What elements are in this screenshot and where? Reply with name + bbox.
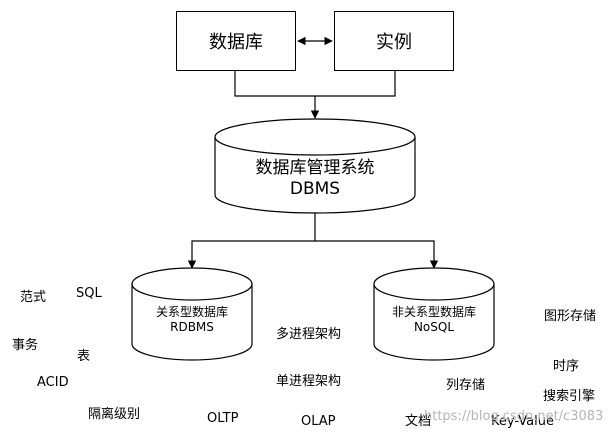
nosql-text: 非关系型数据库 NoSQL <box>374 302 494 338</box>
label-isolation: 隔离级别 <box>88 407 141 422</box>
instance-box: 实例 <box>334 11 454 71</box>
nosql-cylinder <box>373 267 495 361</box>
rdbms-abbrev: RDBMS <box>170 320 214 334</box>
database-label: 数据库 <box>209 32 263 53</box>
rdbms-cylinder <box>131 267 253 361</box>
database-box: 数据库 <box>176 11 296 71</box>
dbms-title: 数据库管理系统 <box>255 157 375 178</box>
label-column-store: 列存储 <box>446 378 486 393</box>
label-sql: SQL <box>76 286 102 301</box>
rdbms-title: 关系型数据库 <box>155 305 228 319</box>
label-key-value: Key-Value <box>491 414 554 429</box>
label-graph-store: 图形存储 <box>544 309 597 324</box>
dbms-abbrev: DBMS <box>289 179 341 199</box>
label-multi-process: 多进程架构 <box>276 327 342 342</box>
rdbms-text: 关系型数据库 RDBMS <box>132 302 252 338</box>
label-fanshi: 范式 <box>20 290 47 305</box>
label-olap: OLAP <box>301 414 336 429</box>
merge-connector <box>234 70 396 97</box>
label-document: 文档 <box>405 414 432 429</box>
label-timeseries: 时序 <box>553 359 580 374</box>
label-search-engine: 搜索引擎 <box>543 389 596 404</box>
instance-label: 实例 <box>376 32 412 53</box>
watermark: https://blog.csdn.net/c3083 <box>424 409 604 424</box>
label-oltp: OLTP <box>207 411 239 426</box>
label-acid: ACID <box>37 375 69 390</box>
label-biao: 表 <box>77 349 91 364</box>
nosql-title: 非关系型数据库 <box>391 305 476 319</box>
label-shiwu: 事务 <box>12 338 39 353</box>
split-connector-right <box>315 240 439 269</box>
split-connector <box>187 213 316 269</box>
label-single-process: 单进程架构 <box>276 374 342 389</box>
dbms-text: 数据库管理系统 DBMS <box>215 156 415 202</box>
nosql-abbrev: NoSQL <box>413 320 455 334</box>
